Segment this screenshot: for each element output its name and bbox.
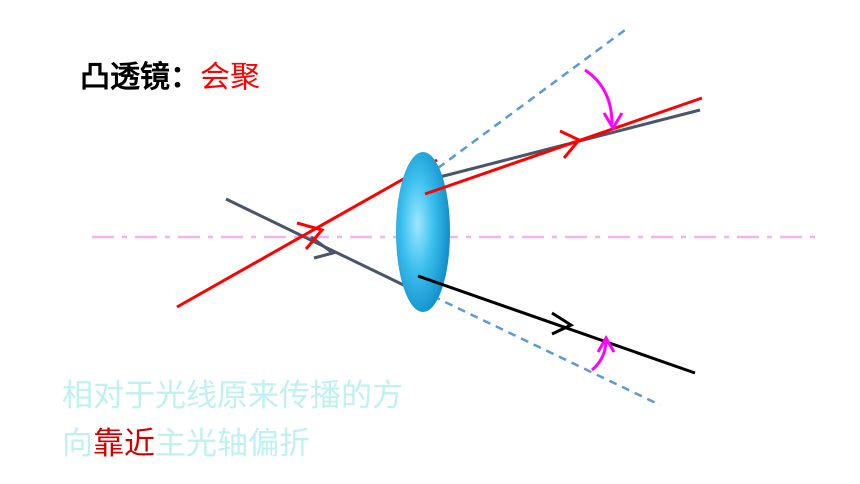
lower-extension-line: [419, 288, 661, 407]
caption: 相对于光线原来传播的方 向靠近主光轴偏折: [62, 372, 403, 468]
red-refracted-ray: [424, 96, 703, 196]
caption-line-2-end: 主光轴偏折: [155, 426, 310, 462]
convex-lens-icon: [396, 152, 450, 312]
diagram-title: 凸透镜：会聚: [80, 52, 260, 96]
red-ray-arrow-in: [296, 221, 325, 250]
title-prefix: 凸透镜：: [80, 60, 200, 95]
upper-extension-line: [437, 28, 626, 170]
caption-line-2: 向靠近主光轴偏折: [62, 420, 403, 468]
title-highlight: 会聚: [200, 60, 260, 95]
red-ray-arrow-out: [559, 129, 582, 159]
caption-emphasis: 靠近: [93, 426, 155, 462]
gray-ray-arrow: [310, 235, 337, 260]
black-ray-arrow: [551, 311, 575, 336]
black-refracted-ray: [417, 274, 696, 375]
lower-deflection-arrow-icon: [590, 334, 616, 372]
caption-line-1: 相对于光线原来传播的方: [62, 378, 403, 414]
caption-line-2-start: 向: [62, 426, 93, 462]
upper-deflection-arrow-icon: [584, 68, 624, 131]
red-incident-ray: [176, 158, 438, 309]
